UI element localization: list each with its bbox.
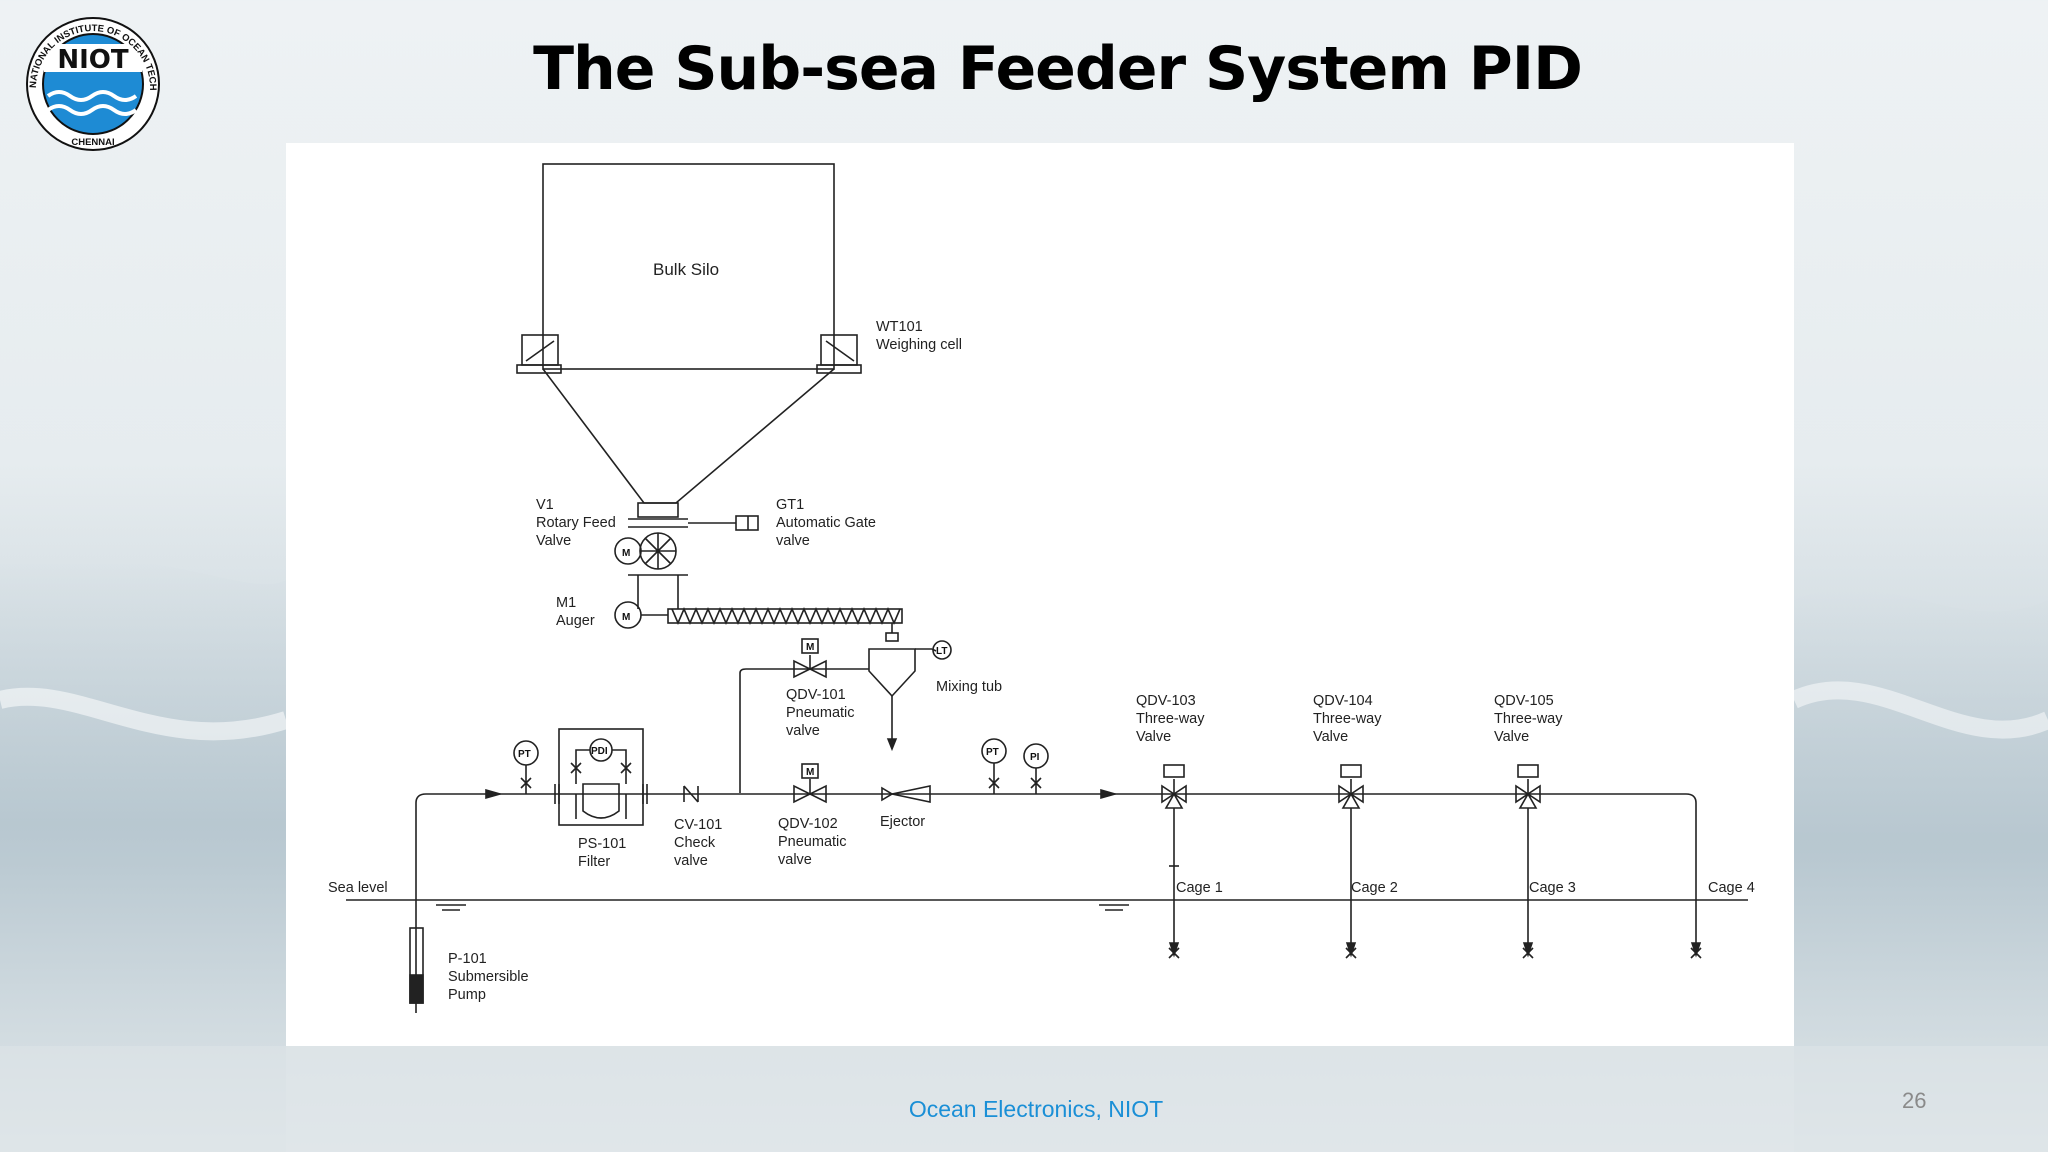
p101-tag: P-101: [448, 951, 487, 967]
pdi-label: PDI: [591, 746, 608, 757]
qdv102-motor-label: M: [806, 767, 814, 778]
gt1-line1: Automatic Gate: [776, 515, 876, 531]
ejector-label: Ejector: [880, 814, 925, 830]
qdv105-tag: QDV-105: [1494, 693, 1554, 709]
pi-label: PI: [1030, 752, 1040, 763]
qdv102-tag: QDV-102: [778, 816, 838, 832]
qdv102-line2: valve: [778, 852, 812, 868]
ps101-desc: Filter: [578, 854, 610, 870]
ps-101-filter: [558, 728, 644, 826]
v1-tag: V1: [536, 497, 554, 513]
logo-text: NIOT: [57, 45, 129, 75]
motor-label-2: M: [622, 612, 630, 623]
level-transmitter: [932, 640, 952, 660]
qdv101-line2: valve: [786, 723, 820, 739]
mixing-tub-label: Mixing tub: [936, 679, 1002, 695]
qdv104-line2: Valve: [1313, 729, 1348, 745]
pt-left-label: PT: [518, 749, 531, 760]
qdv102-line1: Pneumatic: [778, 834, 847, 850]
silo-label: Bulk Silo: [653, 260, 719, 279]
qdv104-tag: QDV-104: [1313, 693, 1373, 709]
slide-title: The Sub-sea Feeder System PID: [533, 34, 1583, 104]
qdv-105-three-way-valve: [1515, 764, 1541, 959]
auger: [667, 608, 903, 624]
page-number: 26: [1902, 1088, 1927, 1113]
qdv104-line1: Three-way: [1313, 711, 1382, 727]
m1-desc: Auger: [556, 613, 595, 629]
slide-footer: Ocean Electronics, NIOT: [908, 1096, 1164, 1122]
pid-diagram: Bulk Silo WT101 Weighing cell M V1 Rotar…: [286, 143, 1794, 1046]
cv101-line1: Check: [674, 835, 716, 851]
cage-3-label: Cage 3: [1529, 880, 1576, 896]
qdv-101-valve: [793, 659, 827, 679]
qdv101-line1: Pneumatic: [786, 705, 855, 721]
pt-right-label: PT: [986, 747, 999, 758]
bulk-silo: [542, 163, 835, 370]
qdv101-tag: QDV-101: [786, 687, 846, 703]
wt101-desc: Weighing cell: [876, 337, 962, 353]
cage-4-label: Cage 4: [1708, 880, 1755, 896]
cv101-line2: valve: [674, 853, 708, 869]
sea-level-label: Sea level: [328, 880, 388, 896]
cv-101-check-valve: [683, 785, 699, 803]
logo-city: CHENNAI: [71, 137, 114, 148]
main-pipe: [415, 793, 1697, 1013]
qdv103-line1: Three-way: [1136, 711, 1205, 727]
qdv-102-valve: [793, 784, 827, 804]
lt-label: LT: [936, 646, 947, 657]
cage-1-label: Cage 1: [1176, 880, 1223, 896]
qdv103-line2: Valve: [1136, 729, 1171, 745]
gt1-tag: GT1: [776, 497, 804, 513]
qdv101-motor-label: M: [806, 642, 814, 653]
qdv103-tag: QDV-103: [1136, 693, 1196, 709]
gt1-line2: valve: [776, 533, 810, 549]
gate-valve-actuator: [735, 515, 759, 531]
qdv105-line1: Three-way: [1494, 711, 1563, 727]
qdv-104-three-way-valve: [1338, 764, 1364, 959]
qdv-103-three-way-valve: [1161, 764, 1187, 959]
wt101-tag: WT101: [876, 319, 923, 335]
v1-line1: Rotary Feed: [536, 515, 616, 531]
p101-line2: Pump: [448, 987, 486, 1003]
weighing-cell-left: [516, 334, 562, 374]
cv101-tag: CV-101: [674, 817, 722, 833]
p101-line1: Submersible: [448, 969, 529, 985]
ejector: [881, 785, 931, 803]
weighing-cell-right: [816, 334, 862, 374]
mixing-tub: [868, 648, 916, 698]
niot-logo: NIOT NATIONAL INSTITUTE OF OCEAN TECHNOL…: [14, 12, 160, 151]
ps101-tag: PS-101: [578, 836, 626, 852]
cage-2-label: Cage 2: [1351, 880, 1398, 896]
motor-label-1: M: [622, 548, 630, 559]
silo-hopper: [542, 368, 835, 504]
v1-line2: Valve: [536, 533, 571, 549]
m1-tag: M1: [556, 595, 576, 611]
qdv105-line2: Valve: [1494, 729, 1529, 745]
